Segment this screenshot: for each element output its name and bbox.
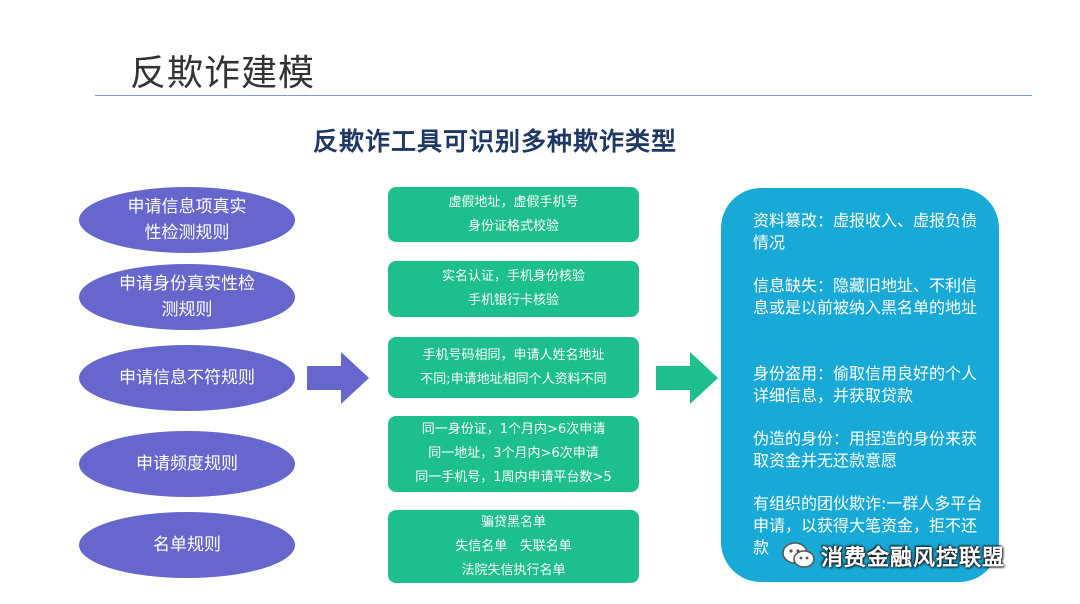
- check-line: 同一身份证，1个月内>6次申请: [421, 422, 606, 437]
- fraud-type-item: 身份盗用：偷取信用良好的个人详细信息，并获取贷款: [753, 364, 978, 405]
- check-box-frequency: 同一身份证，1个月内>6次申请 同一地址，3个月内>6次申请 同一手机号，1周内…: [388, 416, 639, 492]
- check-box-lists: 骗贷黑名单 失信名单 失联名单 法院失信执行名单: [388, 510, 639, 583]
- rule-label-line: 申请信息不符规则: [119, 368, 255, 388]
- check-line: 身份证格式校验: [467, 218, 559, 234]
- check-line: 骗贷黑名单: [480, 514, 546, 530]
- wechat-icon: [782, 542, 815, 568]
- diagram-subtitle: 反欺诈工具可识别多种欺诈类型: [313, 127, 678, 156]
- check-line: 手机银行卡核验: [467, 293, 559, 308]
- check-line: 失信名单 失联名单: [455, 538, 572, 554]
- check-line: 虚假地址，虚假手机号: [448, 194, 579, 210]
- check-box-realname: 实名认证，手机身份核验 手机银行卡核验: [388, 261, 639, 317]
- check-box-address-phone: 虚假地址，虚假手机号 身份证格式校验: [388, 187, 639, 242]
- check-box-mismatch: 手机号码相同，申请人姓名地址 不同;申请地址相同个人资料不同: [388, 337, 639, 398]
- rule-label-line: 申请信息项真实: [127, 197, 247, 217]
- check-line: 法院失信执行名单: [461, 562, 566, 578]
- check-line: 不同;申请地址相同个人资料不同: [420, 371, 607, 387]
- watermark: 消费金融风控联盟: [781, 538, 1005, 574]
- right-arrow-icon: [656, 352, 718, 404]
- rule-label-line: 申请身份真实性检: [119, 274, 255, 294]
- rule-oval-info-authenticity: 申请信息项真实性检测规则: [79, 187, 295, 253]
- fraud-types-panel: 资料篡改：虚报收入、虚报负债情况 信息缺失：隐藏旧地址、不利信息或是以前被纳入黑…: [721, 188, 999, 582]
- fraud-type-item: 资料篡改：虚报收入、虚报负债情况: [753, 211, 978, 252]
- check-line: 实名认证，手机身份核验: [441, 269, 585, 284]
- check-line: 同一地址，3个月内>6次申请: [428, 446, 599, 461]
- fraud-type-item: 伪造的身份：用捏造的身份来获取资金并无还款意愿: [753, 429, 978, 470]
- rule-label-line: 名单规则: [153, 535, 221, 555]
- rule-oval-identity-authenticity: 申请身份真实性检测规则: [79, 264, 295, 330]
- fraud-type-item: 信息缺失：隐藏旧地址、不利信息或是以前被纳入黑名单的地址: [753, 276, 978, 317]
- watermark-text: 消费金融风控联盟: [821, 546, 1006, 571]
- rule-oval-list: 名单规则: [79, 512, 295, 578]
- rule-oval-frequency: 申请频度规则: [79, 431, 295, 497]
- page-title: 反欺诈建模: [130, 53, 316, 94]
- fraud-type-item: 有组织的团伙欺诈:一群人多平台申请，以获得大笔资金，拒不还款: [753, 494, 983, 555]
- check-line: 同一手机号，1周内申请平台数>5: [415, 470, 612, 485]
- rule-oval-info-mismatch: 申请信息不符规则: [79, 345, 295, 411]
- rule-label-line: 申请频度规则: [136, 454, 238, 474]
- check-line: 手机号码相同，申请人姓名地址: [422, 347, 605, 363]
- title-divider: [95, 95, 1032, 96]
- right-arrow-icon: [307, 352, 369, 404]
- rule-label-line: 测规则: [161, 300, 213, 320]
- rule-label-line: 性检测规则: [144, 223, 230, 243]
